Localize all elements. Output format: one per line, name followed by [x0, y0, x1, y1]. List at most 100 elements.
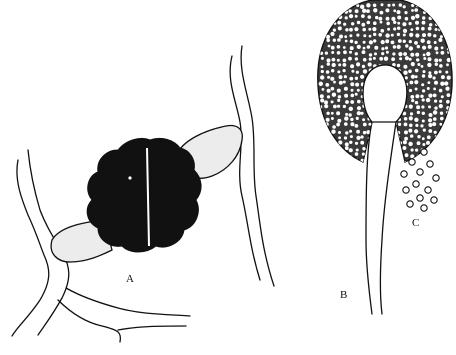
spore: [355, 152, 359, 156]
spore: [417, 63, 420, 66]
spore: [351, 159, 354, 162]
spore: [362, 9, 366, 13]
spore: [397, 64, 400, 67]
spore: [373, 33, 376, 36]
spore: [326, 112, 329, 115]
spore: [404, 123, 408, 127]
spore: [348, 113, 351, 116]
spore: [337, 119, 341, 123]
spore: [330, 32, 334, 36]
spore: [337, 99, 340, 102]
spore: [369, 35, 372, 38]
spore: [355, 15, 358, 18]
spore: [344, 94, 348, 98]
spore: [332, 148, 336, 152]
spore: [445, 87, 449, 91]
spore: [355, 52, 358, 55]
spore: [423, 129, 426, 132]
spore: [349, 14, 353, 18]
spore: [320, 10, 323, 13]
spore: [387, 28, 390, 31]
spore: [319, 82, 323, 86]
spore: [386, 147, 390, 151]
spore: [330, 77, 334, 81]
spore: [431, 197, 437, 203]
spore: [373, 149, 377, 153]
spore: [356, 149, 359, 152]
spore: [414, 80, 418, 84]
spore: [417, 135, 420, 138]
spore: [379, 17, 383, 21]
spore: [415, 33, 419, 37]
spore: [375, 130, 379, 134]
spore: [387, 142, 391, 146]
spore: [386, 22, 390, 26]
spore: [428, 3, 431, 6]
spore: [356, 130, 360, 134]
spore: [375, 16, 378, 19]
spore: [386, 130, 390, 134]
spore: [427, 40, 431, 44]
spore: [361, 135, 364, 138]
spore: [343, 50, 347, 54]
spore: [391, 34, 394, 37]
spore: [327, 135, 331, 139]
spore: [404, 117, 408, 121]
spore: [408, 129, 412, 133]
spore: [409, 58, 412, 61]
spore: [440, 146, 444, 150]
spore: [337, 51, 341, 55]
spore: [385, 39, 389, 43]
spore: [333, 160, 336, 163]
spore: [337, 21, 341, 25]
spore: [343, 152, 347, 156]
spore: [404, 137, 408, 141]
spore: [439, 70, 442, 73]
spore: [351, 89, 354, 92]
spore: [344, 35, 347, 38]
spore: [409, 159, 415, 165]
spore: [350, 122, 354, 126]
spore: [423, 57, 426, 60]
spore: [445, 9, 448, 12]
spore: [433, 175, 439, 181]
spore: [403, 187, 409, 193]
spore: [421, 149, 427, 155]
spore: [403, 52, 407, 56]
spore: [416, 27, 420, 31]
spore: [397, 10, 401, 14]
spore: [392, 154, 396, 158]
spore: [343, 23, 346, 26]
spore: [374, 143, 377, 146]
spore: [428, 148, 431, 151]
spore: [349, 28, 353, 32]
spore: [337, 105, 340, 108]
spore: [439, 89, 443, 93]
spore: [398, 52, 402, 56]
spore: [331, 130, 335, 134]
spore: [434, 71, 438, 75]
spore: [368, 15, 372, 19]
spore: [407, 201, 413, 207]
spore: [327, 76, 330, 79]
spore: [420, 161, 424, 165]
spore: [362, 153, 365, 156]
spore: [350, 135, 353, 138]
spore: [330, 5, 334, 9]
bottom-branch-lower-wall-2: [118, 326, 186, 330]
spore: [367, 45, 371, 49]
spore: [410, 81, 414, 85]
spore: [337, 89, 341, 93]
spore: [422, 137, 425, 140]
spore: [363, 41, 366, 44]
spore: [428, 94, 432, 98]
spore: [391, 161, 394, 164]
spore: [350, 118, 353, 121]
spore: [351, 70, 354, 73]
spore: [439, 21, 442, 24]
spore: [374, 52, 377, 55]
spore: [331, 100, 334, 103]
spore: [381, 3, 384, 6]
spore: [439, 123, 442, 126]
spore: [445, 130, 449, 134]
